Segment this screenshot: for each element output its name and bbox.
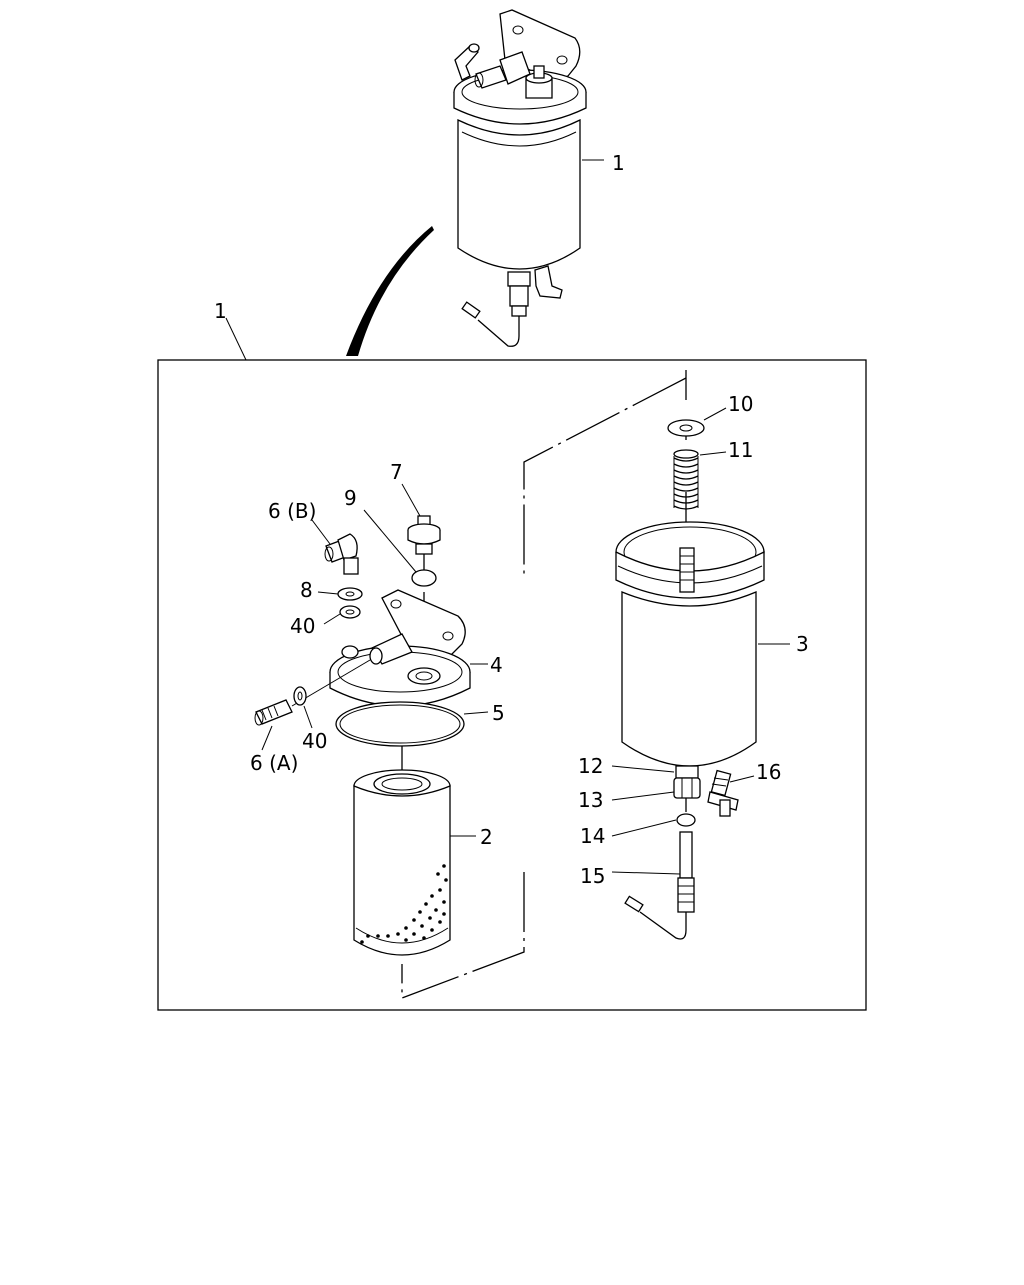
part-40-washer-upper [339, 605, 361, 619]
label-part-8: 8 [300, 578, 313, 602]
part-40-washer-lower [293, 686, 307, 706]
label-part-4: 4 [490, 653, 503, 677]
part-4-filter-head [329, 589, 471, 707]
part-16-drain-cock [707, 769, 739, 817]
part-9-o-ring [411, 569, 437, 587]
label-part-10: 10 [728, 392, 753, 416]
part-5-seal-ring [335, 701, 465, 747]
label-part-13: 13 [578, 788, 603, 812]
part-3-bowl [615, 521, 765, 767]
part-6b-elbow-fitting [324, 533, 359, 575]
label-part-15: 15 [580, 864, 605, 888]
label-part-9: 9 [344, 486, 357, 510]
part-7-vent-plug [407, 515, 441, 555]
assembled-fuel-filter [453, 9, 604, 347]
centerline-bowl-to-head [523, 377, 687, 574]
part-6a-nipple [254, 699, 293, 726]
label-part-5: 5 [492, 701, 505, 725]
leader-assembly-frame [225, 317, 247, 361]
exploded-view-frame [157, 359, 867, 1011]
label-part-6b: 6 (B) [268, 499, 316, 523]
assembly-connector-arrow [346, 226, 434, 356]
part-14-o-ring [676, 813, 696, 827]
label-assembly-frame: 1 [214, 299, 227, 323]
label-part-16: 16 [756, 760, 781, 784]
label-assembly-top: 1 [612, 151, 625, 175]
part-10-washer [667, 419, 705, 437]
label-part-14: 14 [580, 824, 605, 848]
centerline-element [401, 872, 525, 999]
label-part-40-upper: 40 [290, 614, 315, 638]
part-8-washer [337, 587, 363, 601]
part-15-water-sensor [624, 831, 695, 940]
part-2-filter-element [353, 769, 451, 956]
part-11-spring [673, 449, 699, 510]
label-part-6a: 6 (A) [250, 751, 298, 775]
label-part-7: 7 [390, 460, 403, 484]
part-12-13-drain-fitting [673, 765, 701, 799]
label-part-11: 11 [728, 438, 753, 462]
label-part-12: 12 [578, 754, 603, 778]
label-part-40-lower: 40 [302, 729, 327, 753]
label-part-2: 2 [480, 825, 493, 849]
label-part-3: 3 [796, 632, 809, 656]
